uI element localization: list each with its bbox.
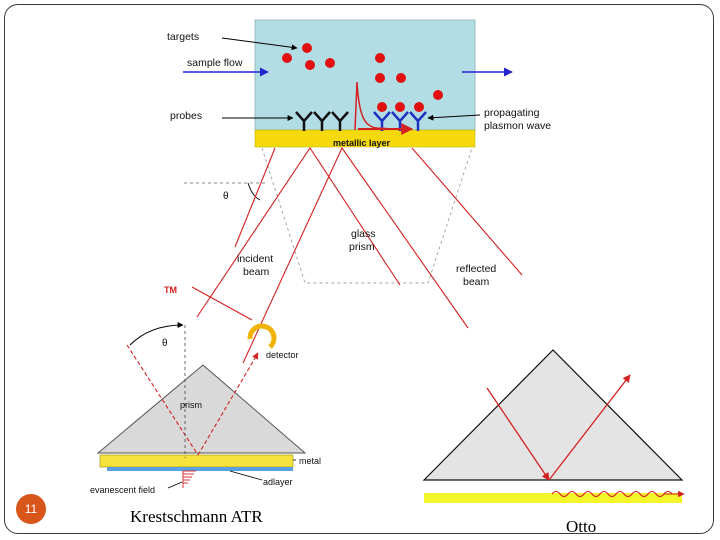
- plasmon-wave-label: plasmon wave: [484, 120, 551, 132]
- glass-prism-outline: [261, 147, 473, 284]
- otto-metal-layer: [424, 493, 682, 503]
- incident-label: incident: [237, 253, 273, 265]
- adlayer-pointer: [229, 470, 263, 481]
- page-number-badge: 11: [16, 494, 46, 524]
- kretschmann-theta-label: θ: [162, 338, 168, 349]
- incident-beam-2: [242, 146, 469, 364]
- prism-label: prism: [349, 241, 375, 253]
- reflected-label: reflected: [456, 263, 496, 275]
- targets-label: targets: [167, 31, 199, 43]
- kretschmann-incident-beam: [126, 344, 199, 456]
- kretschmann-metal-layer: [99, 454, 294, 468]
- otto-reflected-beam: [548, 374, 631, 481]
- glass-label: glass: [351, 228, 376, 240]
- kretschmann-theta-arc: [129, 322, 184, 346]
- kretschmann-adlayer: [107, 467, 293, 471]
- kretschmann-prism: [96, 364, 307, 454]
- kretschmann-reflected-beam: [197, 352, 259, 456]
- plasmon-field-curve: [354, 81, 393, 131]
- sample-flow-label: sample flow: [187, 57, 243, 69]
- incident-beam-3: [234, 147, 276, 248]
- otto-incident-beam: [486, 387, 550, 481]
- otto-caption: Otto: [566, 517, 597, 536]
- reflected-beam-label: beam: [463, 276, 490, 288]
- evanescent-field: [182, 470, 196, 488]
- propagating-label: propagating: [484, 107, 540, 119]
- plasmon-pointer: [427, 114, 481, 121]
- tm-label: TM: [164, 285, 177, 295]
- metal-label: metal: [299, 456, 321, 466]
- reflected-beam-4: [411, 147, 523, 276]
- target-molecules: [282, 43, 443, 112]
- theta-arc: [247, 182, 261, 201]
- kretschmann-caption: Krestschmann ATR: [130, 507, 263, 526]
- detector-label: detector: [266, 350, 299, 360]
- otto-plasmon-wave: [551, 490, 673, 498]
- detector-icon: [247, 323, 277, 349]
- evanescent-label: evanescent field: [90, 485, 155, 495]
- metallic-layer-label: metallic layer: [333, 138, 391, 148]
- probes-label: probes: [170, 110, 202, 122]
- adlayer-label: adlayer: [263, 477, 293, 487]
- targets-pointer: [221, 37, 298, 51]
- probe-molecules-black: [295, 111, 349, 131]
- evanescent-pointer: [167, 481, 183, 489]
- theta-label-top: θ: [223, 191, 229, 202]
- incident-beam-label: beam: [243, 266, 270, 278]
- tm-polarization-arrow: [191, 286, 253, 321]
- slide-frame: [4, 4, 714, 534]
- incident-beam-1: [196, 147, 401, 318]
- kretschmann-prism-label: prism: [180, 400, 202, 410]
- sample-flow-cell: [254, 19, 476, 131]
- otto-prism: [422, 349, 684, 481]
